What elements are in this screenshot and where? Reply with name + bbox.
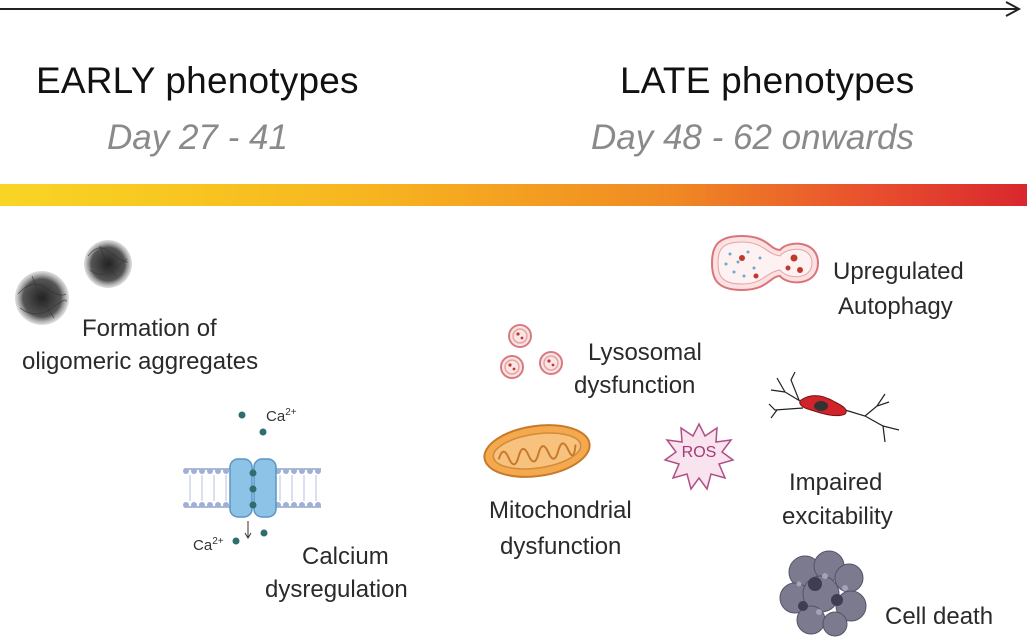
aggregates-label-line1: Formation of bbox=[82, 315, 217, 342]
ros-burst-icon bbox=[663, 422, 735, 491]
timeline-arrow bbox=[0, 1, 1022, 17]
autophagosome-icon bbox=[710, 234, 820, 292]
lysosome-icon bbox=[500, 324, 563, 379]
late-phase-days: Day 48 - 62 onwards bbox=[591, 118, 914, 157]
lysosomal-label-line2: dysfunction bbox=[574, 372, 696, 399]
early-phase-days: Day 27 - 41 bbox=[107, 118, 288, 157]
calcium-ion-top-label: Ca2+ bbox=[266, 407, 297, 425]
excitability-label-line1: Impaired bbox=[789, 469, 883, 496]
aggregate-icon bbox=[15, 240, 132, 325]
early-phase-title: EARLY phenotypes bbox=[36, 60, 359, 101]
late-phase-title: LATE phenotypes bbox=[620, 60, 915, 101]
lysosomal-label-line1: Lysosomal bbox=[588, 339, 702, 366]
calcium-ion-bottom-label: Ca2+ bbox=[193, 536, 224, 554]
autophagy-label-line1: Upregulated bbox=[833, 258, 964, 285]
calcium-label-line2: dysregulation bbox=[265, 576, 408, 603]
timeline-gradient-bar bbox=[0, 184, 1027, 206]
neuron-icon bbox=[768, 371, 900, 443]
autophagy-label-line2: Autophagy bbox=[838, 293, 953, 320]
aggregates-label-line2: oligomeric aggregates bbox=[22, 348, 259, 375]
cell-death-label: Cell death bbox=[885, 603, 994, 630]
mitochondrial-label-line1: Mitochondrial bbox=[489, 497, 632, 524]
dead-cell-icon bbox=[779, 550, 867, 637]
calcium-label-line1: Calcium bbox=[302, 543, 389, 570]
mitochondrial-label-line2: dysfunction bbox=[500, 533, 622, 560]
ros-label: ROS bbox=[681, 444, 717, 461]
ion-channel-icon bbox=[183, 411, 321, 545]
excitability-label-line2: excitability bbox=[782, 503, 893, 530]
mitochondrion-icon bbox=[483, 424, 591, 478]
